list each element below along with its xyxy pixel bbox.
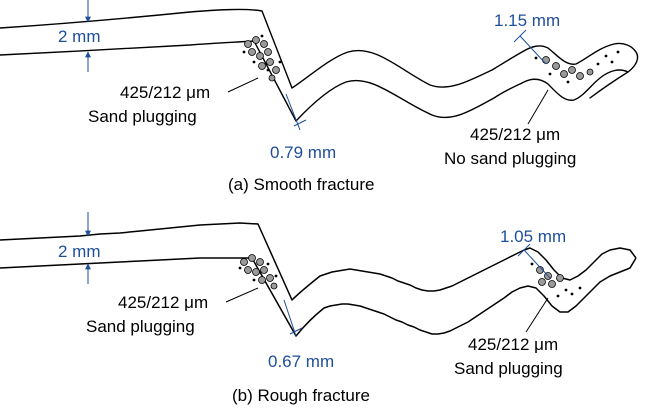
panel-b-right-plugging-status: Sand plugging xyxy=(454,359,563,378)
panel-b-right-sand xyxy=(530,262,582,298)
panel-a-smooth-fracture: 2 mm 0.79 mm 425/212 μm Sand plugging xyxy=(0,0,639,194)
panel-b-left-leader xyxy=(225,287,259,303)
panel-a-right-plugging-status: No sand plugging xyxy=(444,149,576,168)
panel-b-right-leader xyxy=(525,297,549,333)
panel-a-left-sand-plug xyxy=(242,34,282,82)
panel-b-bend-dimension xyxy=(283,299,297,337)
panel-b-right-width-label: 1.05 mm xyxy=(500,227,566,246)
panel-b-rough-fracture: 2 mm 0.67 mm 425/212 μm Sand plugging xyxy=(0,212,637,405)
panel-b-lower-wall xyxy=(0,257,637,337)
panel-a-aperture-label: 2 mm xyxy=(58,27,101,46)
panel-a-bend-width-label: 0.79 mm xyxy=(270,143,336,162)
panel-b-left-sand-plug xyxy=(238,254,278,290)
panel-a-left-plugging-status: Sand plugging xyxy=(88,107,197,126)
panel-a-right-width-label: 1.15 mm xyxy=(494,11,560,30)
panel-a-right-leader xyxy=(527,89,549,125)
panel-b-right-particle-size: 425/212 μm xyxy=(468,335,558,354)
panel-b-aperture-label: 2 mm xyxy=(58,242,101,261)
panel-a-upper-wall xyxy=(0,8,639,99)
panel-a-right-sand xyxy=(534,50,620,84)
panel-a-left-leader xyxy=(227,77,259,93)
panel-b-right-dimension xyxy=(523,249,551,279)
panel-b-bend-width-label: 0.67 mm xyxy=(268,352,334,371)
panel-b-upper-wall xyxy=(0,222,637,301)
panel-b-caption: (b) Rough fracture xyxy=(232,386,370,405)
panel-a-lower-wall xyxy=(0,40,629,122)
panel-a-left-particle-size: 425/212 μm xyxy=(120,83,210,102)
panel-a-caption: (a) Smooth fracture xyxy=(228,175,374,194)
panel-a-right-dimension xyxy=(519,35,547,65)
panel-b-left-plugging-status: Sand plugging xyxy=(86,317,195,336)
panel-b-left-particle-size: 425/212 μm xyxy=(118,293,208,312)
panel-a-right-particle-size: 425/212 μm xyxy=(470,125,560,144)
